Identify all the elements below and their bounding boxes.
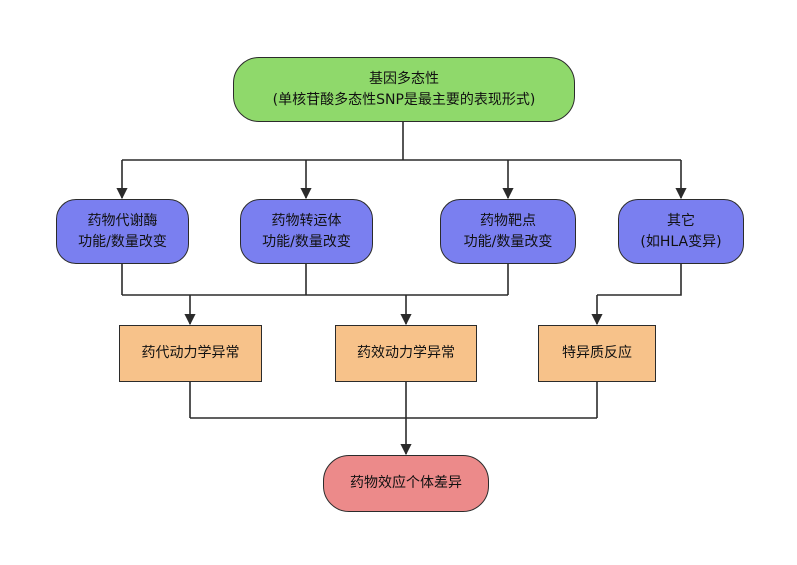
idiosyncratic-reaction-node: 特异质反应 (538, 325, 656, 382)
genetic-polymorphism-note: (单核苷酸多态性SNP是最主要的表现形式) (272, 91, 536, 108)
mechanism-sublabel: 功能/数量改变 (463, 233, 553, 250)
drug-target-node: 药物靶点 功能/数量改变 (440, 199, 576, 264)
pharmacokinetic-abnormality-node: 药代动力学异常 (119, 325, 262, 382)
individual-drug-response-variation-node: 药物效应个体差异 (323, 455, 489, 512)
mechanism-sublabel: (如HLA变异) (640, 233, 722, 250)
pharmacodynamic-abnormality-node: 药效动力学异常 (335, 325, 477, 382)
mechanism-label: 药物转运体 (271, 212, 342, 229)
mechanism-sublabel: 功能/数量改变 (262, 233, 351, 250)
connector-other-route (597, 264, 682, 296)
effect-label: 特异质反应 (562, 345, 632, 361)
effect-label: 药效动力学异常 (357, 345, 455, 361)
other-hla-node: 其它 (如HLA变异) (618, 199, 744, 264)
mechanism-label: 药物代谢酶 (87, 212, 158, 229)
mechanism-label: 药物靶点 (480, 212, 536, 229)
genetic-polymorphism-title: 基因多态性 (369, 70, 439, 87)
mechanism-sublabel: 功能/数量改变 (78, 233, 167, 250)
genetic-polymorphism-node: 基因多态性 (单核苷酸多态性SNP是最主要的表现形式) (233, 57, 575, 122)
drug-metabolizing-enzyme-node: 药物代谢酶 功能/数量改变 (56, 199, 189, 264)
effect-label: 药代动力学异常 (141, 345, 240, 361)
outcome-label: 药物效应个体差异 (350, 475, 462, 491)
mechanism-label: 其它 (667, 212, 695, 229)
drug-transporter-node: 药物转运体 功能/数量改变 (240, 199, 373, 264)
